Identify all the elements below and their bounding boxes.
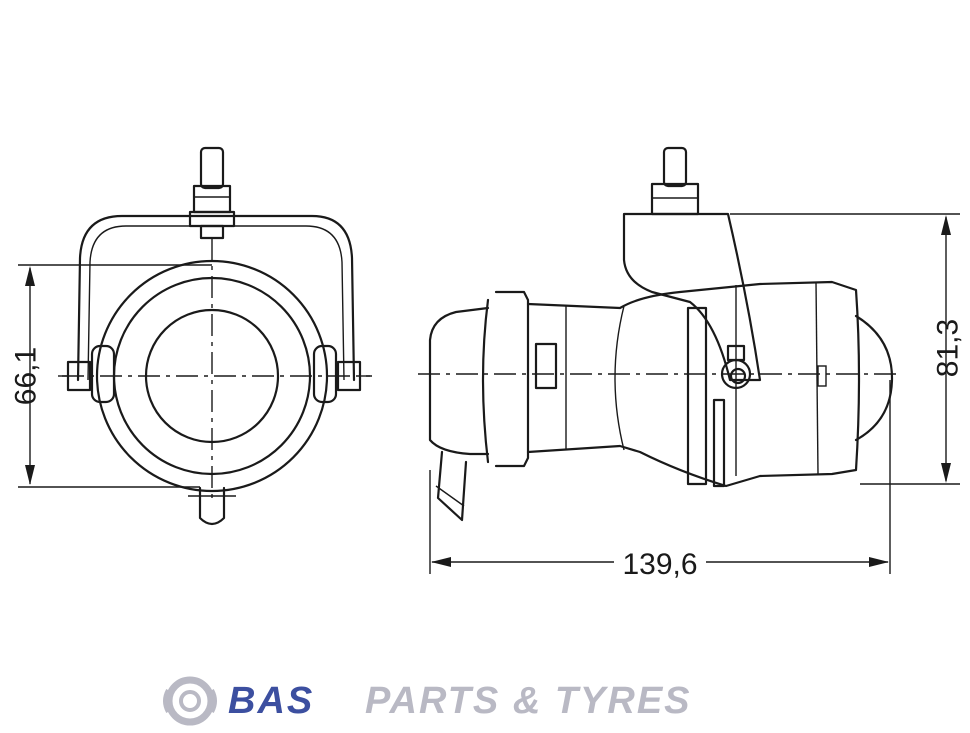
side-body [526,280,861,488]
side-lens [854,314,894,442]
side-view [418,146,960,574]
side-bracket [622,212,762,382]
dimension-label-81-3: 81,3 [932,319,965,377]
watermark-tagline: PARTS & TYRES [365,680,692,722]
front-bracket [76,214,356,382]
dimension-label-139-6: 139,6 [622,548,697,581]
dimension-label-66-1: 66,1 [10,347,43,405]
front-height-dimension [18,264,212,488]
side-cable [436,450,468,522]
side-rear-cap [428,306,490,456]
side-height-dimension [730,213,960,485]
tyre-logo-icon [163,676,217,726]
watermark: BAS PARTS & TYRES [160,676,820,726]
front-view [18,146,372,526]
watermark-brand: BAS [228,680,315,722]
front-bottom-pin [198,486,226,526]
front-housing-outer [95,259,329,493]
front-left-lug [58,344,116,404]
side-length-dimension [429,380,891,574]
side-top-bolt [650,146,700,216]
front-right-lug [312,344,370,404]
front-top-bolt [188,146,236,240]
